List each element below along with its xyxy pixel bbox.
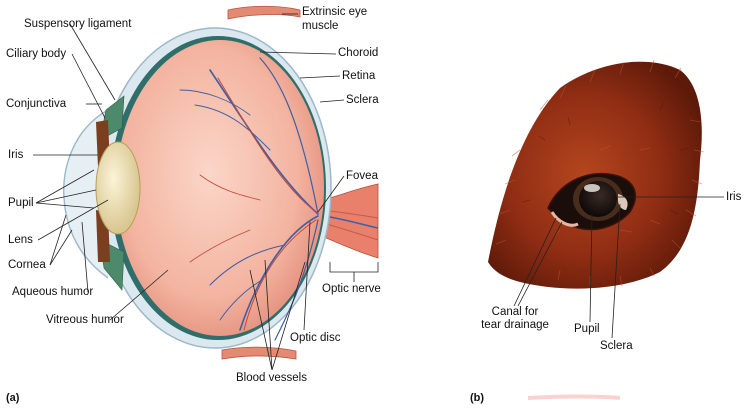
lens-shape: [96, 142, 140, 234]
upper-extrinsic-muscle: [228, 6, 300, 19]
label-lens: Lens: [8, 234, 33, 247]
label-dog-pupil: Pupil: [574, 323, 600, 336]
label-dog-iris: Iris: [726, 191, 741, 204]
label-vitreous-humor: Vitreous humor: [46, 314, 124, 327]
label-aqueous-humor: Aqueous humor: [12, 286, 93, 299]
label-dog-sclera: Sclera: [600, 340, 633, 353]
label-blood-vessels: Blood vessels: [236, 372, 307, 385]
label-pupil: Pupil: [8, 197, 34, 210]
label-optic-nerve: Optic nerve: [322, 283, 381, 296]
optic-nerve-bracket: [330, 262, 378, 282]
lower-extrinsic-muscle: [222, 347, 296, 359]
label-canal-line2: tear drainage: [470, 319, 560, 332]
label-retina: Retina: [342, 70, 375, 83]
eyeball-diagram: [64, 6, 378, 359]
label-iris: Iris: [8, 149, 23, 162]
label-suspensory-ligament: Suspensory ligament: [24, 18, 131, 31]
label-ciliary-body: Ciliary body: [6, 48, 66, 61]
animal-eye-photo: [488, 60, 704, 289]
panel-a-tag: (a): [6, 392, 19, 405]
label-choroid: Choroid: [338, 47, 378, 60]
label-sclera: Sclera: [346, 94, 379, 107]
label-extrinsic-eye-muscle-line2: muscle: [302, 20, 338, 33]
label-optic-disc: Optic disc: [290, 332, 341, 345]
label-fovea: Fovea: [346, 170, 378, 183]
label-extrinsic-eye-muscle-line1: Extrinsic eye: [302, 6, 367, 19]
label-conjunctiva: Conjunctiva: [6, 98, 66, 111]
panel-b-tag: (b): [470, 392, 484, 405]
label-canal-line1: Canal for: [470, 306, 560, 319]
label-cornea: Cornea: [8, 259, 46, 272]
